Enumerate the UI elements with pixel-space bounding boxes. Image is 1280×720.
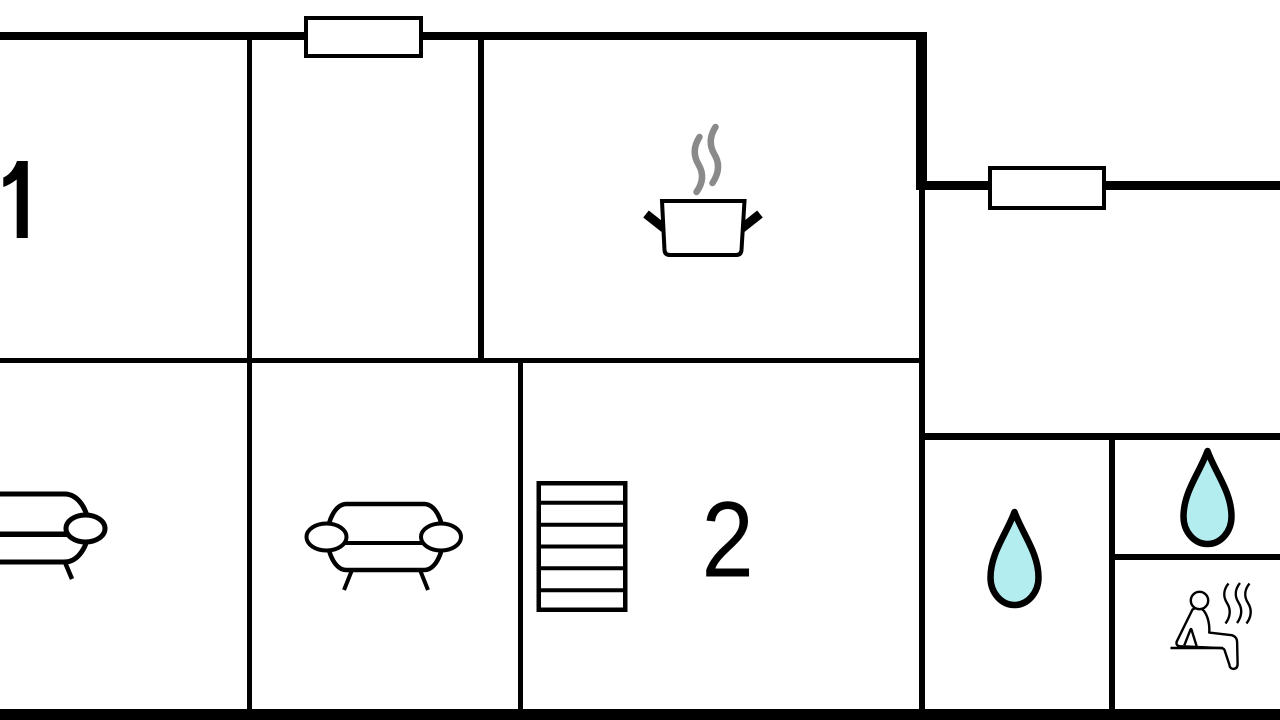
svg-text:2: 2 — [702, 479, 754, 600]
